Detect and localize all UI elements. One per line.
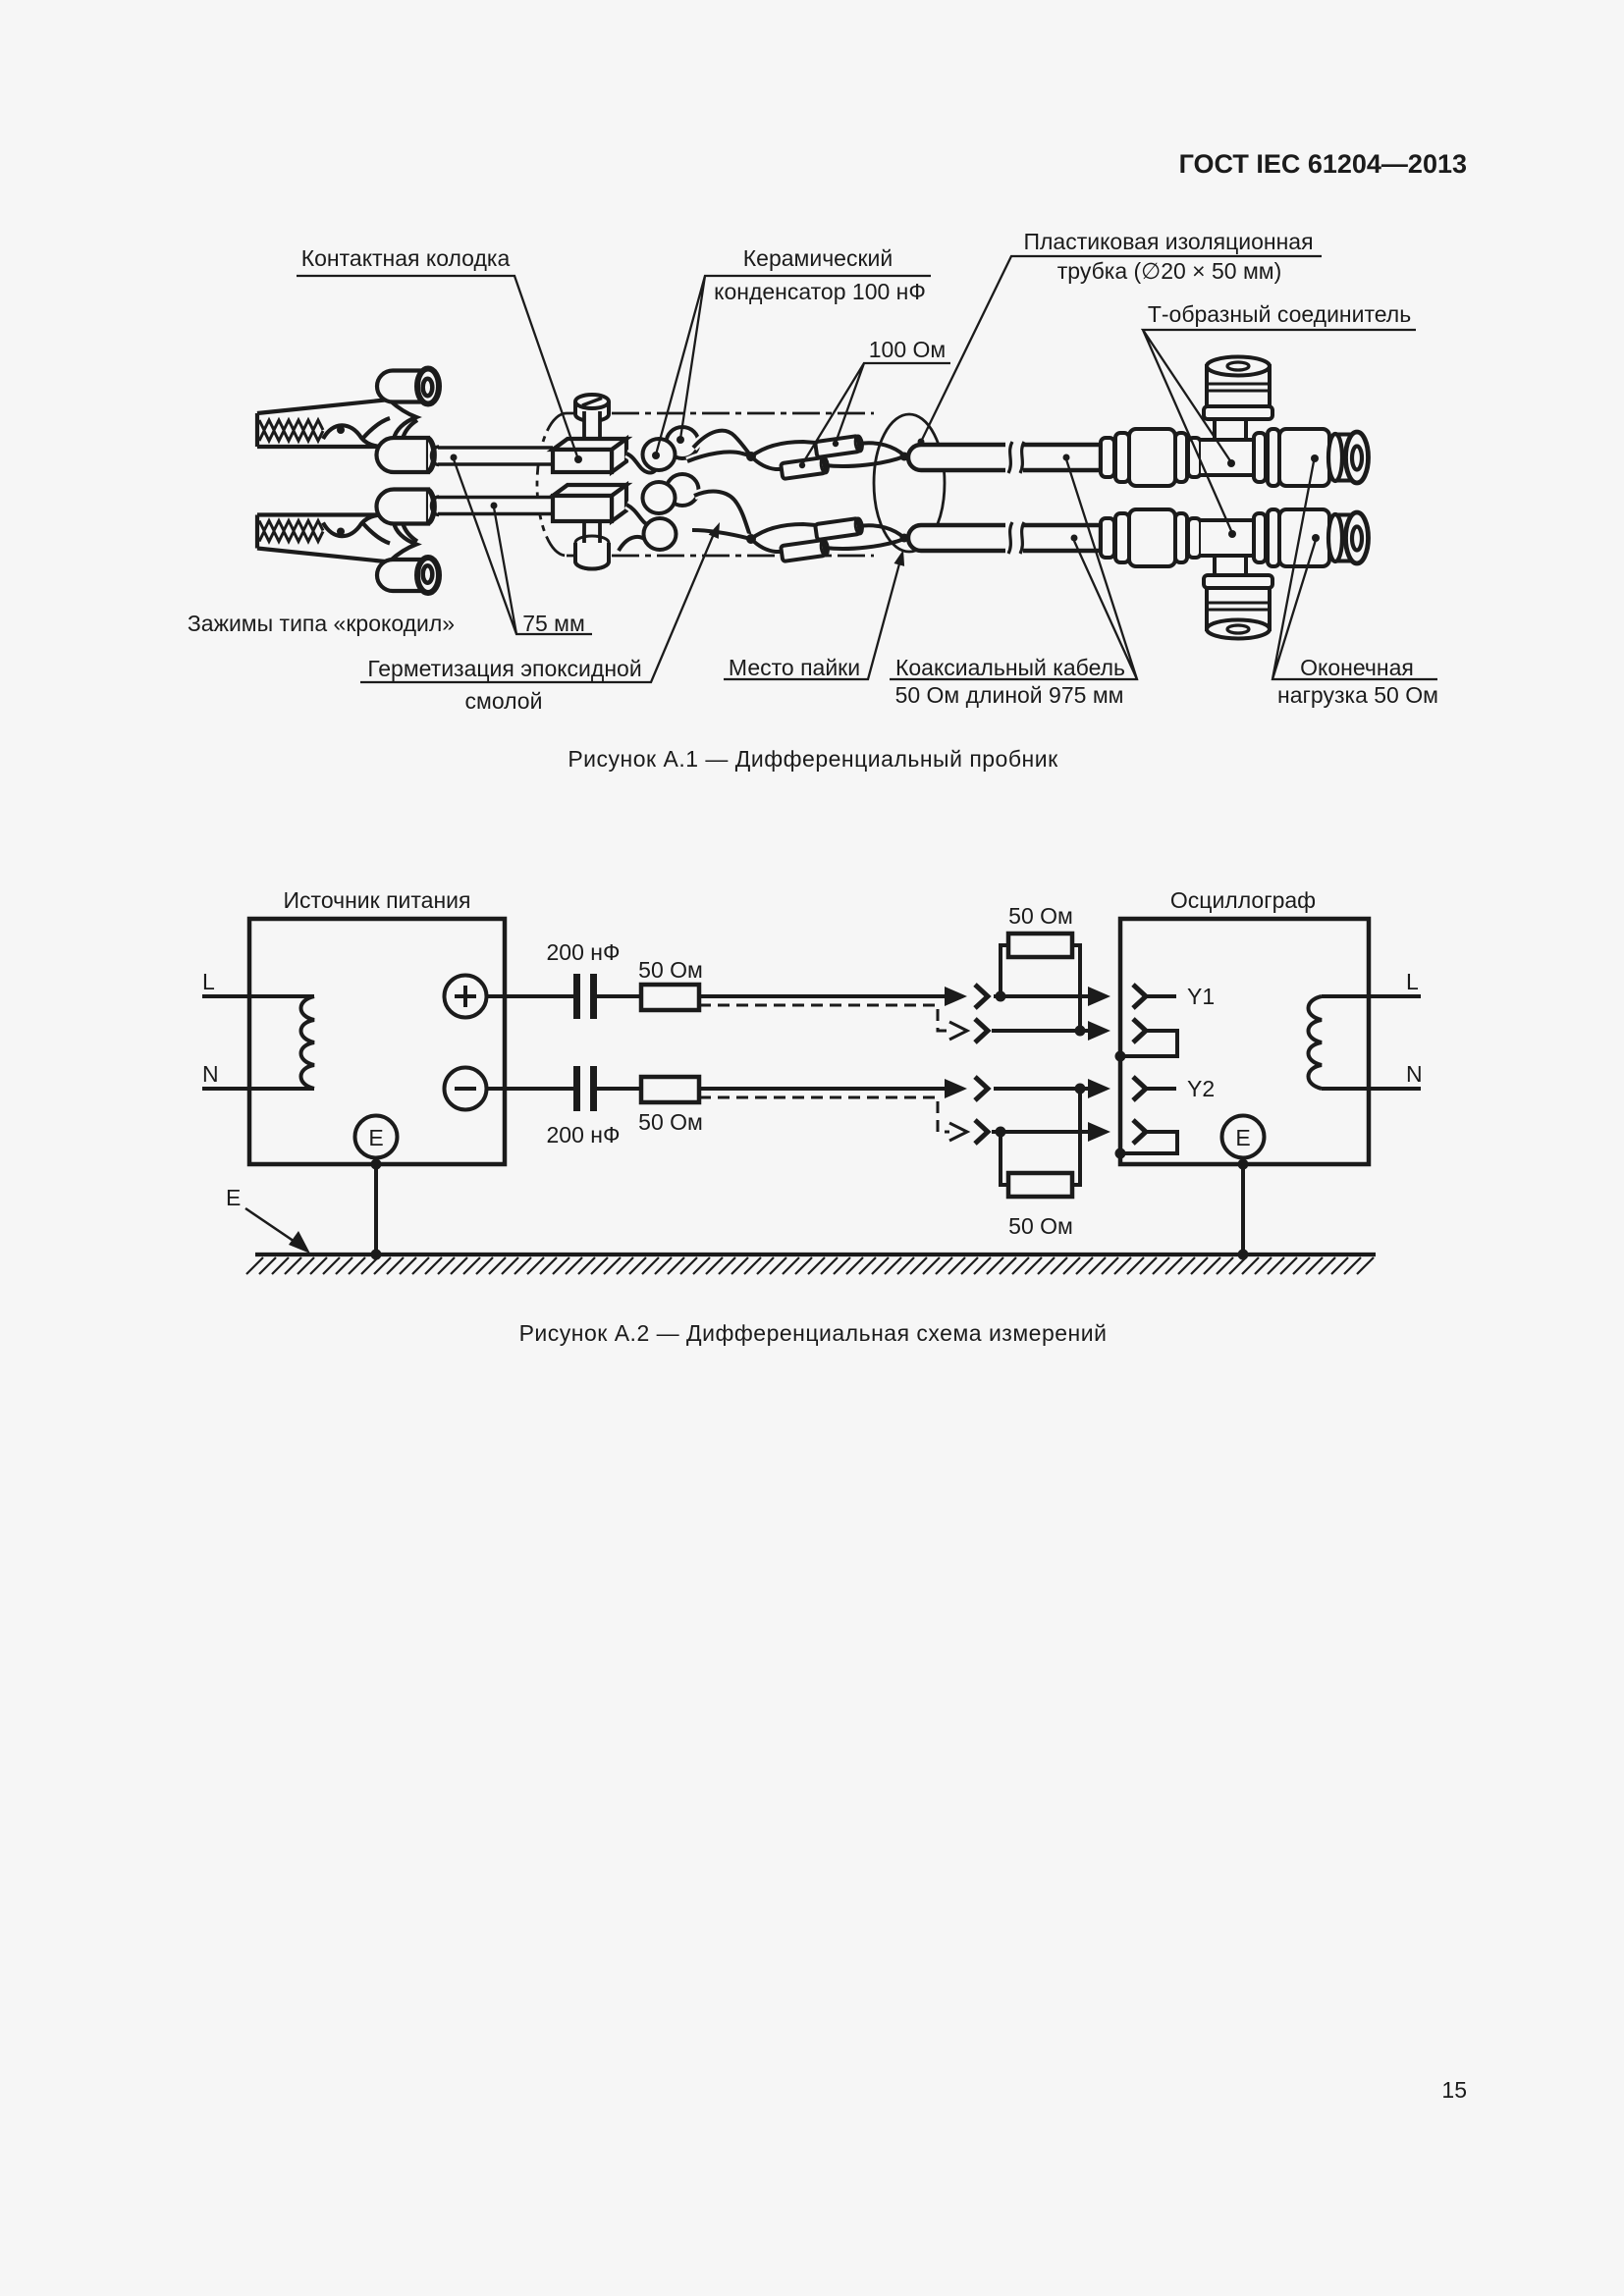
svg-text:50 Ом: 50 Ом <box>638 957 703 983</box>
svg-text:N: N <box>1406 1061 1423 1087</box>
svg-text:50 Ом: 50 Ом <box>1008 903 1073 929</box>
svg-text:Место пайки: Место пайки <box>729 655 860 680</box>
svg-text:Источник питания: Источник питания <box>284 887 471 913</box>
svg-text:Керамический: Керамический <box>743 245 893 271</box>
svg-text:Зажимы типа «крокодил»: Зажимы типа «крокодил» <box>188 611 455 636</box>
svg-text:Т-образный соединитель: Т-образный соединитель <box>1148 301 1411 327</box>
svg-text:50 Ом: 50 Ом <box>638 1109 703 1135</box>
svg-text:Коаксиальный кабель: Коаксиальный кабель <box>895 655 1125 680</box>
svg-text:N: N <box>202 1061 219 1087</box>
svg-text:Герметизация эпоксидной: Герметизация эпоксидной <box>367 656 641 681</box>
svg-text:конденсатор 100 нФ: конденсатор 100 нФ <box>714 279 926 304</box>
svg-text:200 нФ: 200 нФ <box>547 1122 621 1148</box>
svg-text:Рисунок А.2 — Дифференциальная: Рисунок А.2 — Дифференциальная схема изм… <box>519 1320 1108 1346</box>
svg-text:L: L <box>1406 969 1419 994</box>
svg-text:Пластиковая изоляционная: Пластиковая изоляционная <box>1023 229 1313 254</box>
svg-text:Осциллограф: Осциллограф <box>1170 887 1316 913</box>
svg-text:E: E <box>1235 1125 1250 1150</box>
svg-text:75 мм: 75 мм <box>522 611 585 636</box>
svg-text:50 Ом: 50 Ом <box>1008 1213 1073 1239</box>
svg-text:100 Ом: 100 Ом <box>869 337 946 362</box>
svg-text:200 нФ: 200 нФ <box>547 939 621 965</box>
svg-text:E: E <box>226 1185 241 1210</box>
svg-text:Рисунок А.1 — Дифференциальный: Рисунок А.1 — Дифференциальный пробник <box>568 746 1058 772</box>
svg-text:смолой: смолой <box>465 688 543 714</box>
svg-text:Y1: Y1 <box>1187 984 1215 1009</box>
svg-text:Y2: Y2 <box>1187 1076 1215 1101</box>
svg-text:E: E <box>368 1125 383 1150</box>
svg-text:15: 15 <box>1441 2077 1467 2103</box>
svg-text:L: L <box>202 969 215 994</box>
svg-text:Оконечная: Оконечная <box>1300 655 1414 680</box>
svg-text:50 Ом длиной 975 мм: 50 Ом длиной 975 мм <box>895 682 1124 708</box>
svg-text:ГОСТ IEC 61204—2013: ГОСТ IEC 61204—2013 <box>1179 149 1467 179</box>
svg-text:Контактная колодка: Контактная колодка <box>301 245 511 271</box>
svg-text:трубка (∅20 × 50 мм): трубка (∅20 × 50 мм) <box>1057 258 1282 284</box>
svg-text:нагрузка 50 Ом: нагрузка 50 Ом <box>1277 682 1438 708</box>
